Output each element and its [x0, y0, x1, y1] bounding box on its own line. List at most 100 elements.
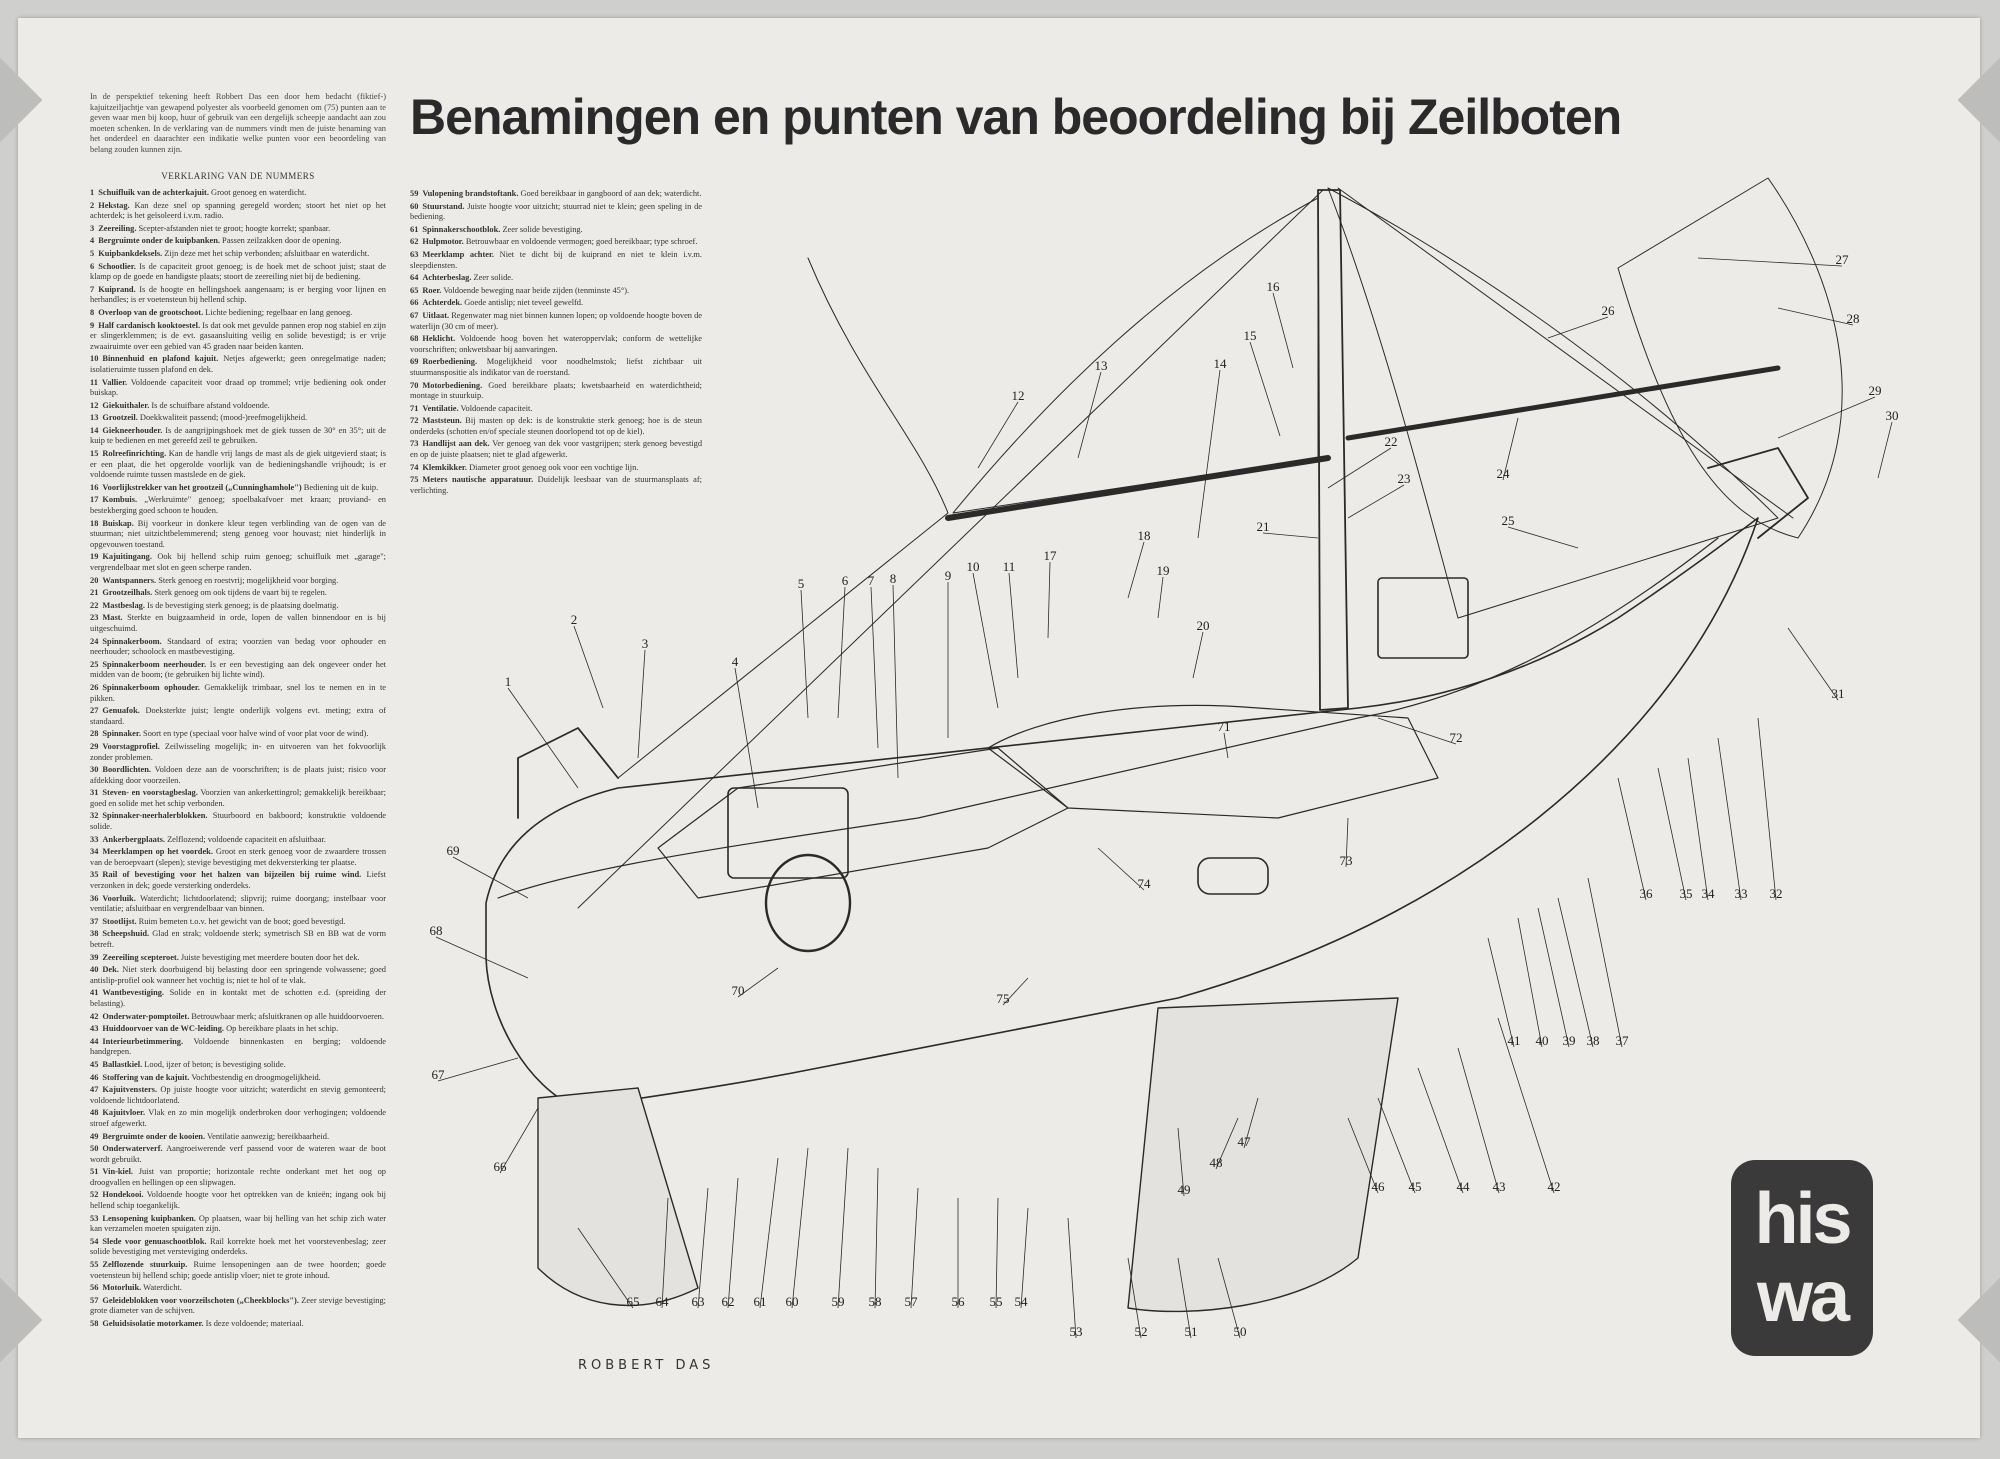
genoa [1327, 187, 1779, 619]
legend-item-text: Waterdicht; lichtdoorlatend; slipvrij; r… [90, 893, 386, 914]
keel [1127, 997, 1399, 1313]
legend-item-name: Voorstagprofiel. [102, 741, 160, 751]
legend-item-text: Betrouwbaar en voldoende vermogen; goed … [463, 237, 698, 247]
legend-item-name: Onderwater-pomptoilet. [102, 1011, 190, 1021]
callout-number-2: 2 [571, 612, 578, 627]
legend-item-text: Zijn deze met het schip verbonden; afslu… [162, 248, 370, 258]
callout-number-1: 1 [505, 674, 512, 689]
legend-item-number: 9 [90, 320, 95, 330]
legend-item-name: Hondekooi. [102, 1190, 144, 1200]
callout-leader-44 [1417, 1067, 1464, 1194]
legend-item-number: 36 [90, 893, 99, 903]
callout-number-18: 18 [1138, 528, 1151, 543]
legend-item-number: 43 [90, 1024, 99, 1034]
callout-number-10: 10 [967, 559, 980, 574]
legend-item-name: Voorluik. [102, 893, 136, 903]
callout-number-24: 24 [1497, 466, 1511, 481]
callout-number-15: 15 [1244, 328, 1257, 343]
poster-sheet: Benamingen en punten van beoordeling bij… [18, 18, 1980, 1438]
legend-item-name: Voorlijkstrekker van het grootzeil („Cun… [102, 482, 302, 492]
legend-item-text: Sterk genoeg om ook tijdens de vaart bij… [152, 588, 327, 598]
logo-line-1: his [1754, 1179, 1852, 1259]
legend-item-number: 6 [90, 261, 95, 271]
legend-item-number: 16 [90, 482, 99, 492]
legend-item-text: Voldoen deze aan de voorschriften; is de… [90, 765, 386, 785]
legend-item-name: Stuurstand. [422, 201, 465, 211]
legend-item-number: 2 [90, 200, 95, 210]
legend-item-name: Slede voor genuaschootblok. [102, 1236, 207, 1246]
callout-leader-54 [1020, 1207, 1029, 1309]
legend-item-text: Juist van proportie; horizontale rechte … [90, 1167, 386, 1187]
legend-item-text: Voldoende hoogte voor het optrekken van … [90, 1190, 386, 1211]
callout-leader-63 [697, 1187, 709, 1309]
mast [1317, 189, 1349, 711]
callout-leaders [435, 257, 1893, 1339]
legend-item-number: 1 [90, 188, 95, 197]
legend-item-text: Doekkwaliteit passend; (mood-)reefmogeli… [137, 413, 308, 423]
legend-item-number: 55 [90, 1260, 99, 1270]
legend-item-number: 14 [90, 425, 99, 435]
legend-item-name: Steven- en voorstagbeslag. [102, 788, 198, 798]
legend-item-number: 52 [90, 1190, 99, 1200]
legend-item-text: Standaard of extra; voorzien van bedag v… [90, 636, 386, 657]
callout-leader-27 [1697, 257, 1843, 267]
legend-item-text: Gemakkelijk trimbaar, snel los te nemen … [90, 682, 386, 703]
callout-number-59: 59 [832, 1294, 845, 1309]
logo-line-2: wa [1756, 1257, 1850, 1337]
callout-leader-51 [1177, 1257, 1192, 1339]
callout-leader-26 [1547, 316, 1609, 339]
callout-leader-31 [1787, 627, 1839, 701]
legend-item-number: 72 [410, 416, 419, 426]
callout-leader-28 [1777, 307, 1854, 326]
legend-item-text: Voldoende binnenkasten en berging; voldo… [90, 1036, 386, 1057]
legend-item-name: Stoffering van de kajuit. [102, 1072, 190, 1082]
callout-leader-25 [1507, 526, 1579, 549]
legend-item-number: 10 [90, 354, 99, 364]
callout-leader-55 [995, 1197, 999, 1309]
legend-item-text: Bij masten op dek: is de konstruktie ste… [410, 416, 702, 436]
legend-item-text: Niet te dicht bij de kuiprand en niet te… [410, 249, 702, 270]
callout-number-3: 3 [642, 636, 649, 651]
legend-item-name: Rolreefinrichting. [102, 449, 167, 459]
legend-item-number: 45 [90, 1059, 99, 1069]
callout-number-4: 4 [732, 654, 739, 669]
legend-item-number: 59 [410, 189, 419, 198]
callout-number-52: 52 [1135, 1324, 1148, 1339]
legend-item-number: 41 [90, 988, 99, 998]
legend-item-text: Duidelijk leesbaar van de stuurmansplaat… [410, 475, 702, 495]
legend-item-number: 47 [90, 1085, 99, 1095]
legend-item-name: Geluidsisolatie motorkamer. [102, 1319, 204, 1328]
callout-leader-34 [1687, 757, 1709, 901]
callout-leader-20 [1192, 631, 1204, 679]
legend-item-number: 37 [90, 916, 99, 926]
callout-leader-69 [452, 856, 529, 899]
callout-number-57: 57 [905, 1294, 919, 1309]
legend-item-text: Niet sterk doorbuigend bij belasting doo… [90, 965, 386, 985]
legend-item-name: Motorbediening. [422, 380, 483, 390]
callout-number-30: 30 [1886, 408, 1899, 423]
callout-number-19: 19 [1157, 563, 1170, 578]
legend-item-name: Meerklamp achter. [422, 249, 495, 259]
legend-item-number: 56 [90, 1283, 99, 1293]
legend-item-name: Grootzeil. [102, 413, 138, 423]
legend-item-text: Rail korrekte hoek met het voorstevenbes… [90, 1236, 386, 1257]
callout-number-17: 17 [1044, 548, 1058, 563]
callout-number-49: 49 [1178, 1182, 1191, 1197]
legend-item-number: 48 [90, 1108, 99, 1118]
legend-item-text: Ruim bemeten t.o.v. het gewicht van de b… [136, 916, 346, 926]
callout-number-67: 67 [432, 1067, 446, 1082]
